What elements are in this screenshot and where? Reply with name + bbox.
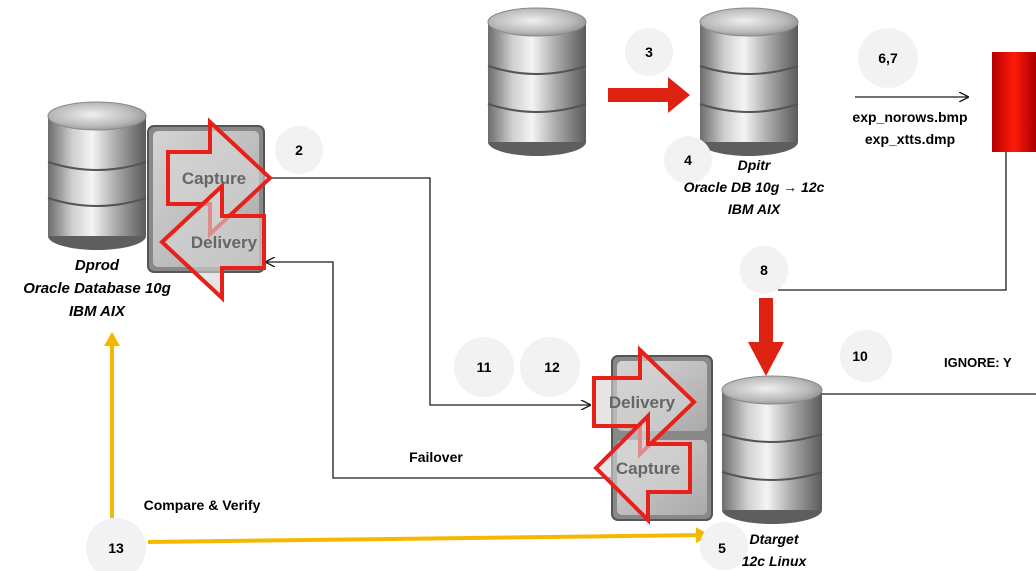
dtarget-delivery-arrow <box>592 345 697 459</box>
step-circles <box>86 28 918 571</box>
dprod-capture-label: Capture <box>182 169 246 188</box>
source-database-icon <box>487 7 587 156</box>
dpitr-database-icon <box>699 7 799 156</box>
step-10-label: 10 <box>852 348 868 364</box>
capture-to-delivery-connector <box>268 177 590 405</box>
dtarget-capture-arrow <box>593 411 692 525</box>
dprod-version: Oracle Database 10g <box>23 280 171 297</box>
dpitr-name: Dpitr <box>738 157 772 173</box>
step-8-label: 8 <box>760 262 768 278</box>
step-4-label: 4 <box>684 152 692 168</box>
dump-file-1-label: exp_norows.bmp <box>852 109 967 125</box>
step-11-label: 11 <box>477 359 492 375</box>
dprod-capture-arrow <box>166 117 273 239</box>
dump-file-2-label: exp_xtts.dmp <box>865 131 955 147</box>
step3-red-arrow <box>608 77 690 113</box>
dpitr-version: Oracle DB 10g → 12c <box>684 179 825 195</box>
step-2-label: 2 <box>295 142 303 158</box>
dprod-delivery-label: Delivery <box>191 233 258 252</box>
dtarget-delivery-label: Delivery <box>609 393 676 412</box>
step-12-label: 12 <box>544 359 560 375</box>
dprod-database-icon <box>47 101 147 250</box>
failover-label: Failover <box>409 449 463 465</box>
dtarget-platform: 12c Linux <box>742 553 808 569</box>
step-6-7-label: 6,7 <box>878 50 898 66</box>
dtarget-capture-label: Capture <box>616 459 680 478</box>
dtarget-name: Dtarget <box>749 531 799 547</box>
import-connector <box>778 152 1007 291</box>
step-5-label: 5 <box>718 540 726 556</box>
dprod-platform: IBM AIX <box>69 303 126 320</box>
step8-red-arrow <box>748 298 784 376</box>
target-storage-block <box>992 52 1036 152</box>
dpitr-platform: IBM AIX <box>728 201 782 217</box>
step-3-label: 3 <box>645 44 653 60</box>
compare-right-arrow <box>147 527 710 544</box>
ignore-label: IGNORE: Y <box>944 355 1012 370</box>
dprod-delivery-arrow <box>159 181 266 303</box>
dprod-name: Dprod <box>75 257 120 274</box>
failover-connector <box>266 262 612 479</box>
compare-verify-label: Compare & Verify <box>144 497 261 513</box>
step-13-label: 13 <box>108 540 124 556</box>
dtarget-database-icon <box>721 375 823 524</box>
